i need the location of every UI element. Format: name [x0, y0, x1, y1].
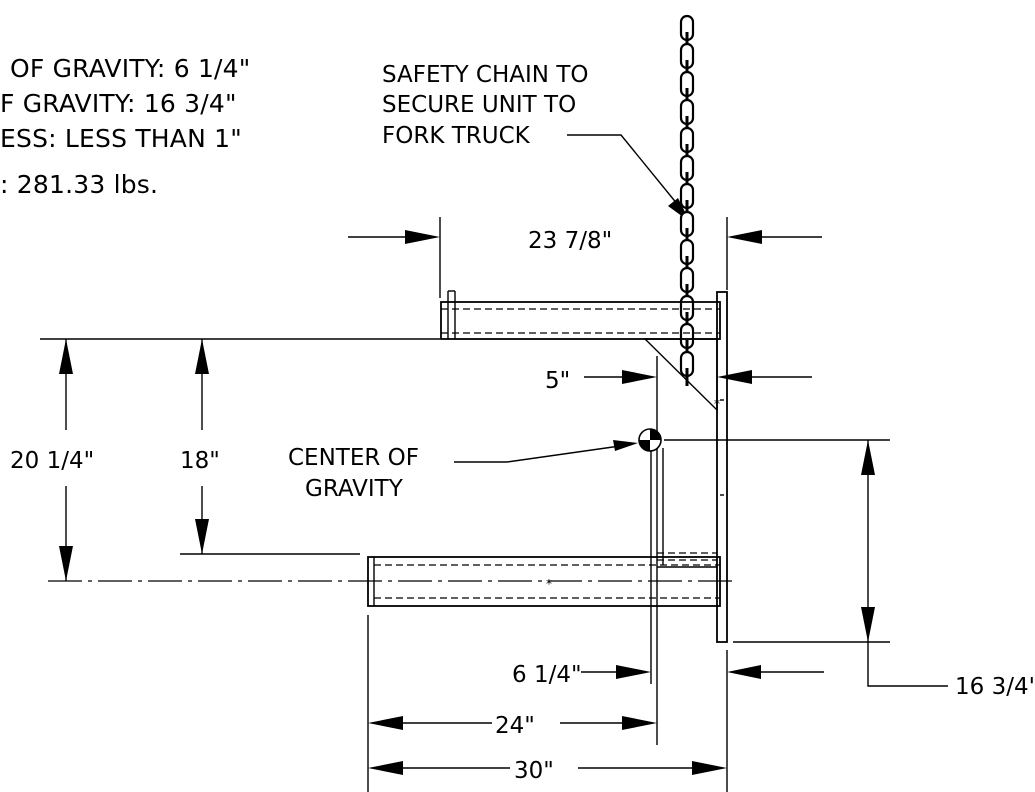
dim-overall-width-label: 23 7/8" [528, 228, 612, 254]
note-line-3: ESS: LESS THAN 1" [0, 124, 242, 153]
dim-fork-outer-label: 30" [514, 758, 554, 784]
note-line-4: : 281.33 lbs. [0, 170, 158, 199]
safety-chain-icon [679, 14, 695, 386]
cog-leader [454, 440, 638, 463]
chain-label-line-2: SECURE UNIT TO [382, 92, 576, 118]
fork-center-mark: * [546, 577, 552, 591]
cog-label-line-1: CENTER OF [288, 445, 419, 471]
chain-leader [567, 134, 690, 222]
center-of-gravity-icon [638, 428, 662, 452]
chain-label-line-3: FORK TRUCK [382, 123, 531, 149]
back-plate [716, 291, 728, 643]
dim-cog-horizontal [581, 450, 824, 684]
upper-fork [440, 290, 721, 340]
dim-plate-offset-label: 5" [545, 368, 570, 394]
dim-overall-width [348, 217, 822, 298]
gusset-frame [643, 338, 718, 580]
weld-mark: * [714, 397, 720, 411]
dim-fork-inner [367, 580, 658, 792]
dim-cog-vertical-label: 16 3/4" [955, 674, 1035, 700]
dim-cog-vertical [664, 439, 948, 687]
dim-height-inner [180, 339, 360, 555]
dim-fork-inner-label: 24" [495, 713, 535, 739]
note-line-1: OF GRAVITY: 6 1/4" [10, 54, 251, 83]
cog-label-line-2: GRAVITY [305, 476, 404, 502]
chain-label-line-1: SAFETY CHAIN TO [382, 62, 588, 88]
dim-fork-outer [368, 650, 728, 792]
note-line-2: F GRAVITY: 16 3/4" [0, 89, 237, 118]
dim-height-outer-label: 20 1/4" [10, 448, 94, 474]
dim-height-outer [40, 338, 440, 581]
dim-height-inner-label: 18" [180, 448, 220, 474]
dim-plate-offset [584, 370, 812, 384]
dim-cog-horizontal-label: 6 1/4" [512, 662, 582, 688]
